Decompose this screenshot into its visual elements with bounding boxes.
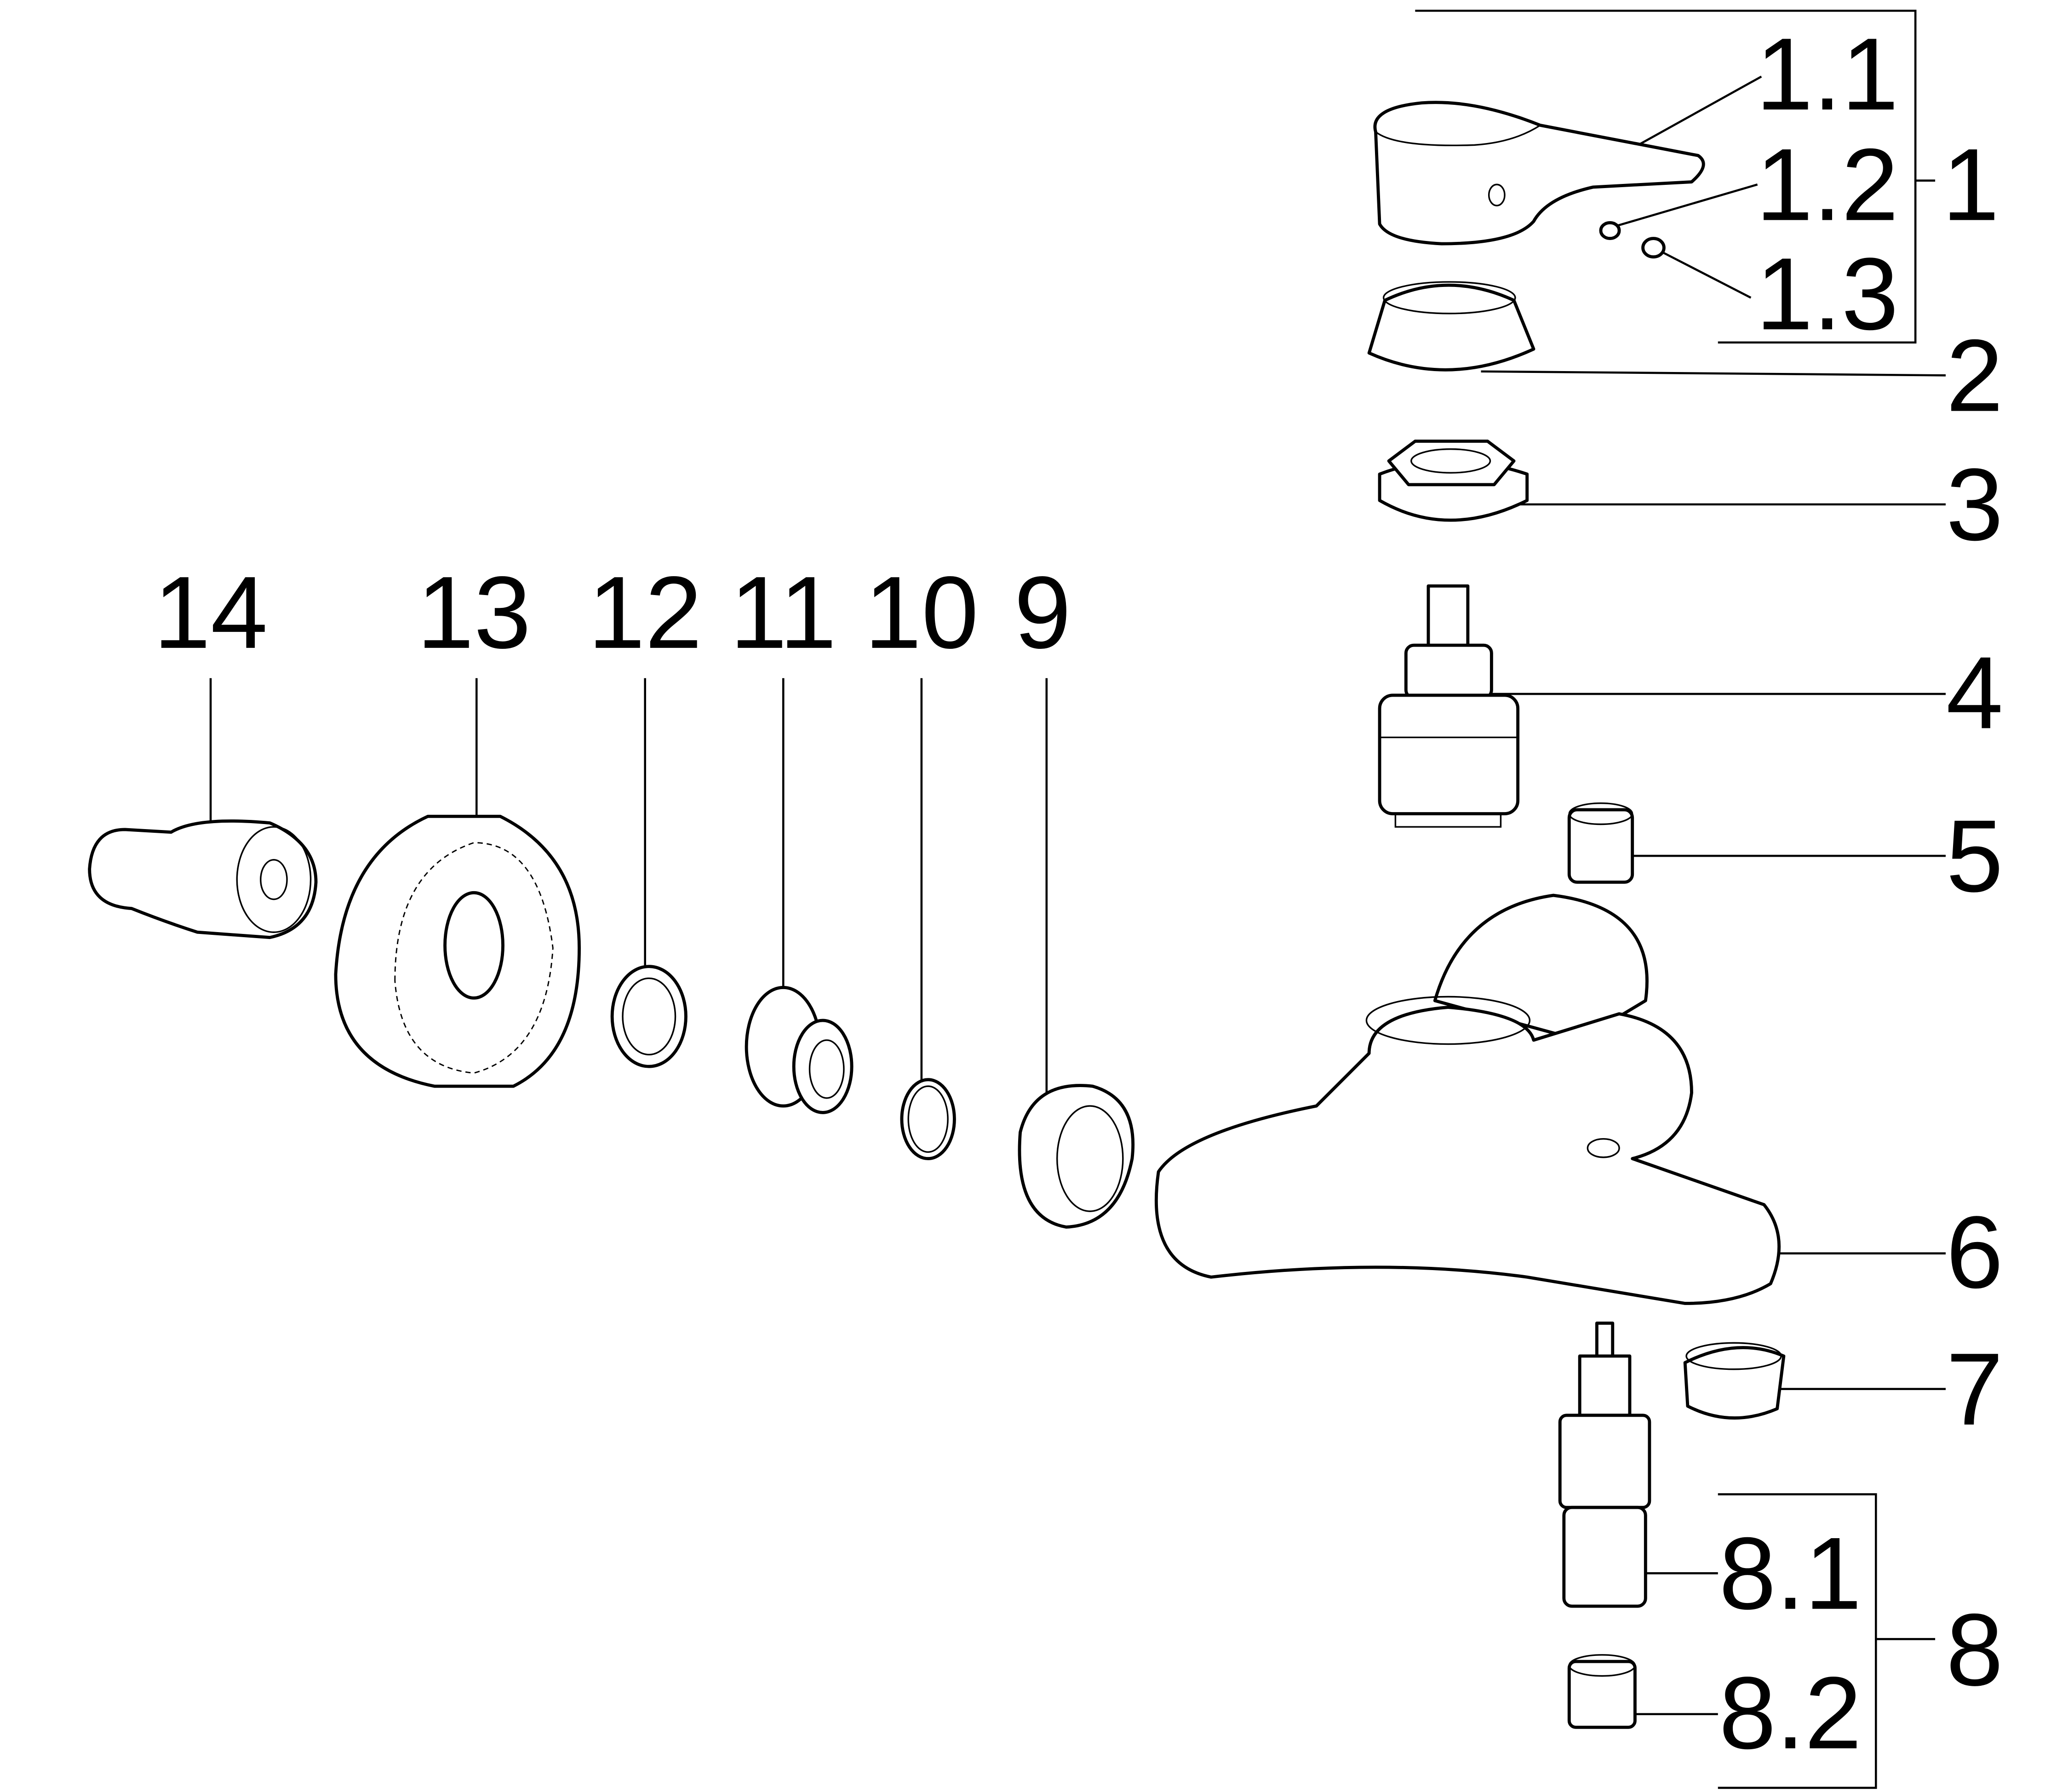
part-4-cartridge: [1378, 584, 1520, 828]
part-1-1-lever-handle: [1373, 101, 1705, 246]
part-13-wall-rosette: [334, 814, 581, 1088]
label-13: 13: [417, 555, 531, 670]
label-8-2: 8.2: [1719, 1656, 1862, 1770]
label-1: 1: [1942, 128, 1999, 242]
label-1-3: 1.3: [1756, 237, 1898, 351]
part-5-sleeve: [1567, 802, 1634, 884]
label-7: 7: [1946, 1332, 2003, 1447]
label-12: 12: [588, 555, 702, 670]
part-10-o-ring: [900, 1078, 956, 1161]
part-11-eccentric-connector: [745, 986, 854, 1114]
part-7-aerator: [1683, 1342, 1786, 1420]
label-6: 6: [1946, 1195, 2003, 1310]
part-1-2-screw: [1599, 221, 1621, 240]
part-8-2-insert: [1567, 1654, 1637, 1729]
part-labels: 1.1 1.2 1.3 1 2 3 4 5 6 7 8.1 8.2 8 9 10…: [154, 17, 2003, 1770]
part-1-3-cap: [1641, 237, 1666, 259]
label-8: 8: [1946, 1593, 2003, 1707]
label-8-1: 8.1: [1719, 1517, 1862, 1631]
label-1-2: 1.2: [1756, 128, 1898, 242]
label-4: 4: [1946, 636, 2003, 750]
label-11: 11: [730, 555, 836, 670]
bracket-group-8: [1718, 1493, 1936, 1789]
label-1-1: 1.1: [1756, 17, 1898, 132]
label-9: 9: [1014, 555, 1071, 670]
label-14: 14: [154, 555, 268, 670]
label-2: 2: [1946, 319, 2003, 433]
part-3-hex-nut: [1378, 440, 1529, 522]
part-14-s-union: [88, 819, 318, 939]
bracket-group-1: [1415, 10, 1936, 344]
part-8-1-diverter-cartridge: [1558, 1321, 1651, 1608]
part-9-union-nut: [1018, 1084, 1135, 1229]
part-12-washer: [610, 965, 687, 1068]
label-10: 10: [865, 555, 979, 670]
part-6-mixer-body: [1154, 893, 1781, 1305]
part-2-cover-cap: [1367, 281, 1535, 372]
label-3: 3: [1946, 447, 2003, 562]
label-5: 5: [1946, 799, 2003, 913]
